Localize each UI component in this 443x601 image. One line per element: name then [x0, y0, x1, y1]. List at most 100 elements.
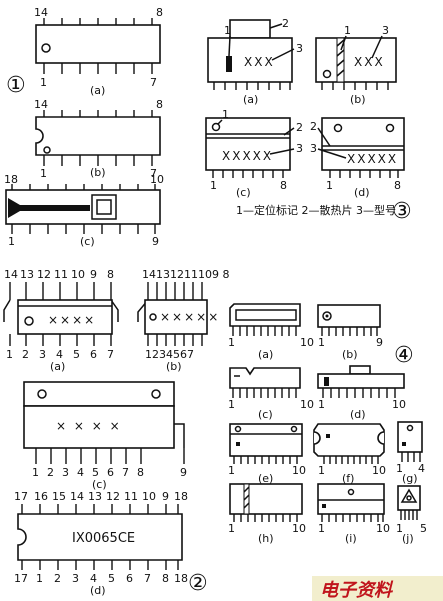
heatsink-pad: [91, 194, 117, 220]
pin-label: 8: [162, 572, 169, 585]
pin-label: 18: [174, 490, 188, 503]
pins: [233, 514, 298, 522]
group4-package-h: 1 10 (h): [228, 483, 306, 545]
callout-num: 3: [310, 142, 317, 155]
locator-mark: [324, 377, 329, 386]
pin-label: 4: [418, 462, 425, 475]
group2-package-c: × × × × 1 2 3 4 5 6 7 8 9 (c): [23, 381, 187, 491]
group1-package-c: 18 10 1 9 (c): [4, 173, 164, 248]
callout-num: 2: [282, 17, 289, 30]
pin-label: 3: [62, 466, 69, 479]
caption: (b): [350, 93, 366, 106]
group4: 1 10 (a) 1 9 (b) ④: [228, 303, 427, 545]
pin-label: 8: [137, 466, 144, 479]
pin-label: 10: [71, 268, 85, 281]
bottom-pin-labels: 17 1 2 3 4 5 6 7 8 18: [14, 572, 188, 585]
caption: (a): [258, 348, 273, 361]
callout-num: 1: [344, 24, 351, 37]
part-marking: XXX: [244, 55, 275, 69]
chip-body: [397, 421, 423, 453]
pin-label: 2: [54, 572, 61, 585]
pin-label: 6: [107, 466, 114, 479]
pins: [213, 82, 291, 90]
pin-label: 10: [292, 464, 306, 477]
group4-package-c: 1 10 (c): [228, 367, 314, 421]
caption: (g): [402, 472, 418, 485]
pin-label: 7: [144, 572, 151, 585]
pin-label: 13: [20, 268, 34, 281]
caption: (c): [92, 478, 107, 491]
caption: (a): [50, 360, 65, 373]
callout-num: 2: [310, 120, 317, 133]
caption: (a): [243, 93, 258, 106]
bottom-pins: [21, 560, 179, 570]
pin-label: 12: [37, 268, 51, 281]
heatsink-plate: [23, 381, 175, 407]
triangle-mark: [400, 488, 418, 503]
group1-package-a: 14 8 1 7 (a): [34, 6, 163, 97]
pin-label: 1: [326, 179, 333, 192]
pin-label: 11: [124, 490, 138, 503]
mount-hole: [347, 488, 355, 496]
group4-package-g: 1 4 (g): [396, 421, 425, 485]
pin-label: 6: [126, 572, 133, 585]
pins: [232, 388, 297, 398]
pin-label: 7: [122, 466, 129, 479]
pins: [232, 326, 297, 336]
pins: [323, 456, 379, 464]
bottom-pin-labels: 1 2 3 4 5 6 7 8 9: [32, 466, 187, 479]
pin-label: 10: [392, 398, 406, 411]
top-pins: [43, 18, 153, 25]
group4-package-e: 1 10 (e): [228, 423, 306, 485]
group-badge: ③: [392, 199, 412, 224]
mount-hole: [290, 425, 298, 433]
caption: (b): [342, 348, 358, 361]
group3-package-a: XXX 1 2 3 (a): [207, 17, 303, 106]
chip-body: [317, 483, 385, 515]
part-marking: ××××: [48, 313, 96, 327]
chip-body: [35, 24, 161, 64]
chip-body: [317, 304, 381, 328]
group-badge: ④: [394, 343, 414, 368]
caption: (h): [258, 532, 274, 545]
pin-label-row: 14131211109 8: [142, 268, 229, 281]
group-badge: ①: [6, 73, 26, 98]
caption: (b): [166, 360, 182, 373]
chip-body: [17, 513, 183, 561]
pin-label: 2: [22, 348, 29, 361]
pin-label: 3: [72, 572, 79, 585]
pin-label: 5: [108, 572, 115, 585]
caption: (d): [350, 408, 366, 421]
pin-label: 1: [396, 462, 403, 475]
chip-body: [315, 37, 397, 83]
caption: (e): [258, 472, 273, 485]
pin-label: 8: [156, 6, 163, 19]
pin-label: 14: [34, 6, 48, 19]
pins: [401, 452, 421, 462]
pin1-dot: [322, 311, 332, 321]
pin-label: 18: [174, 572, 188, 585]
pin-label: 1: [36, 572, 43, 585]
top-pin-labels: 17 16 15 14 13 12 11 10 9 18: [14, 490, 188, 503]
bottom-pins: [35, 448, 185, 464]
chip-label: IX0065CE: [72, 531, 135, 546]
top-pins: [21, 504, 179, 514]
pins: [329, 170, 399, 178]
pins: [233, 456, 298, 464]
group4-package-j: 1 5 (j): [396, 485, 427, 545]
pins: [321, 327, 378, 336]
mount-hole: [37, 389, 47, 399]
group-badge: ②: [188, 571, 208, 596]
pin-label: 1: [40, 167, 47, 180]
group1-package-b: 14 8 1 7 (b): [34, 98, 163, 180]
caption: (i): [345, 532, 357, 545]
pins: [400, 510, 418, 520]
pin-label: 1: [40, 76, 47, 89]
locator-mark: [322, 69, 332, 79]
part-marking: XXXXX: [347, 152, 398, 166]
pin-label: 8: [394, 179, 401, 192]
heatsink-tab: [229, 19, 271, 39]
pin-label: 16: [34, 490, 48, 503]
bottom-pins: [43, 63, 153, 74]
pin-label: 7: [107, 348, 114, 361]
